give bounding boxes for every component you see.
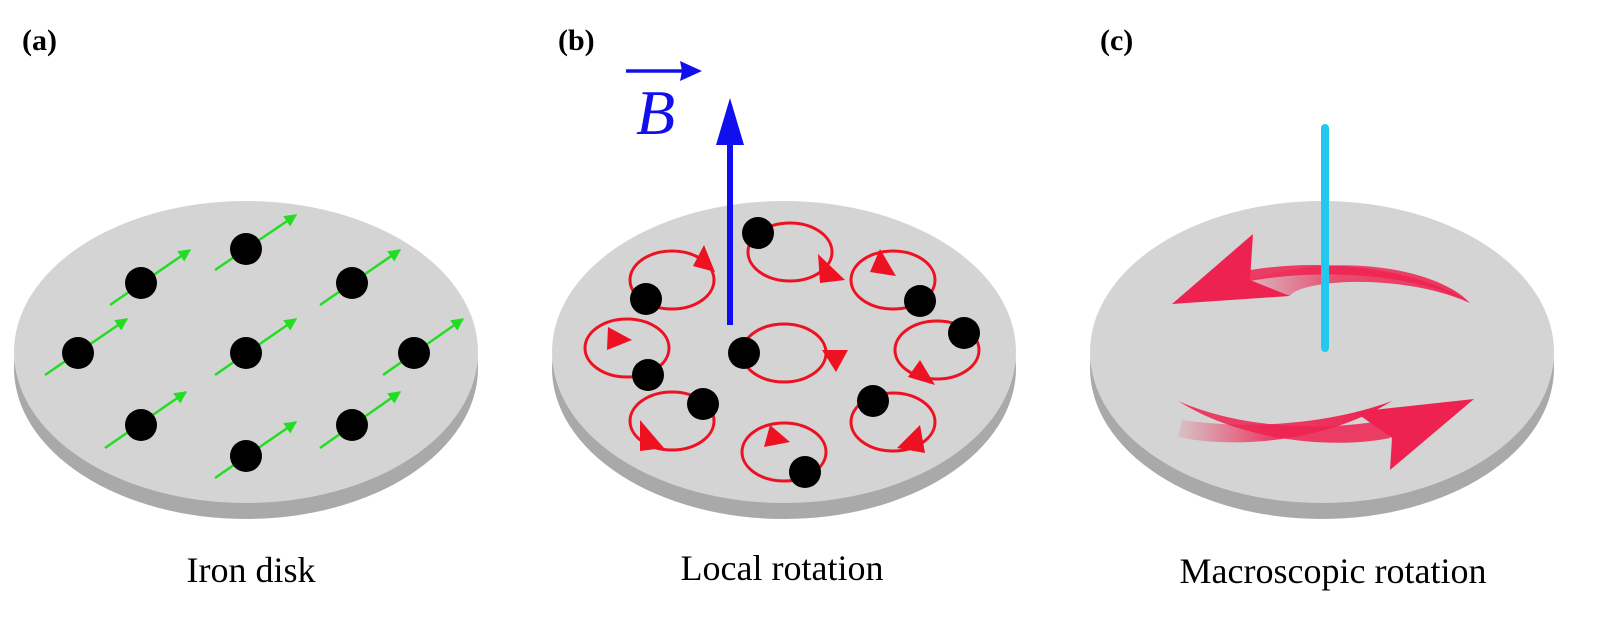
orbit-icon — [893, 319, 981, 381]
arrowhead-icon — [607, 327, 632, 350]
panel-label-b: (b) — [558, 24, 595, 57]
field-symbol: B — [626, 61, 702, 148]
arrowhead-icon — [822, 350, 848, 372]
caption-b: Local rotation — [681, 548, 884, 588]
atom-icon — [687, 388, 719, 420]
orbit-icon — [583, 317, 671, 379]
panel-label-a: (a) — [22, 24, 57, 57]
atom-icon — [742, 217, 774, 249]
orbit-icon — [628, 390, 716, 452]
rotation-arrow-upper-icon — [1172, 234, 1470, 304]
caption-a: Iron disk — [187, 550, 316, 590]
disk-top — [552, 201, 1016, 503]
atom-icon — [630, 283, 662, 315]
atom-icon — [789, 456, 821, 488]
panel-label-c: (c) — [1100, 24, 1133, 57]
arrowhead-icon — [764, 425, 790, 447]
iron-disk-b — [552, 201, 1016, 519]
atom-icon — [336, 267, 368, 299]
atom-icon — [632, 359, 664, 391]
atom-icon — [230, 233, 262, 265]
vector-bar-head — [680, 61, 702, 81]
orbit-icon — [628, 249, 716, 311]
panel-a: (a) Iron disk — [14, 24, 478, 590]
atom-icon — [728, 337, 760, 369]
field-symbol-b: B — [636, 77, 675, 148]
atoms-b — [630, 217, 980, 488]
orbit-arrowheads — [607, 245, 935, 453]
panel-c: (c) Macroscopic rotation — [1090, 24, 1554, 591]
orbit-icon — [740, 421, 828, 483]
arrowhead-icon — [870, 249, 896, 276]
atom-icon — [125, 409, 157, 441]
arrowhead-icon — [818, 254, 845, 283]
atom-icon — [230, 440, 262, 472]
arrowhead-icon — [693, 245, 715, 272]
caption-c: Macroscopic rotation — [1180, 551, 1487, 591]
atom-icon — [948, 317, 980, 349]
arrowhead-icon — [640, 420, 664, 451]
orbit-icon — [746, 221, 834, 283]
atom-icon — [230, 337, 262, 369]
atom-icon — [857, 385, 889, 417]
atom-icon — [904, 285, 936, 317]
orbit-icon — [849, 249, 937, 311]
arrowhead-icon — [897, 425, 925, 453]
orbit-icon — [849, 391, 937, 453]
arrowhead-icon — [908, 360, 935, 385]
atom-icon — [398, 337, 430, 369]
atom-icon — [62, 337, 94, 369]
atom-icon — [125, 267, 157, 299]
field-arrow-icon — [716, 98, 744, 325]
rotation-arrow-lower-icon — [1178, 399, 1474, 470]
panel-b: (b) B — [552, 24, 1016, 588]
atom-icon — [336, 409, 368, 441]
atoms-a — [62, 233, 430, 472]
